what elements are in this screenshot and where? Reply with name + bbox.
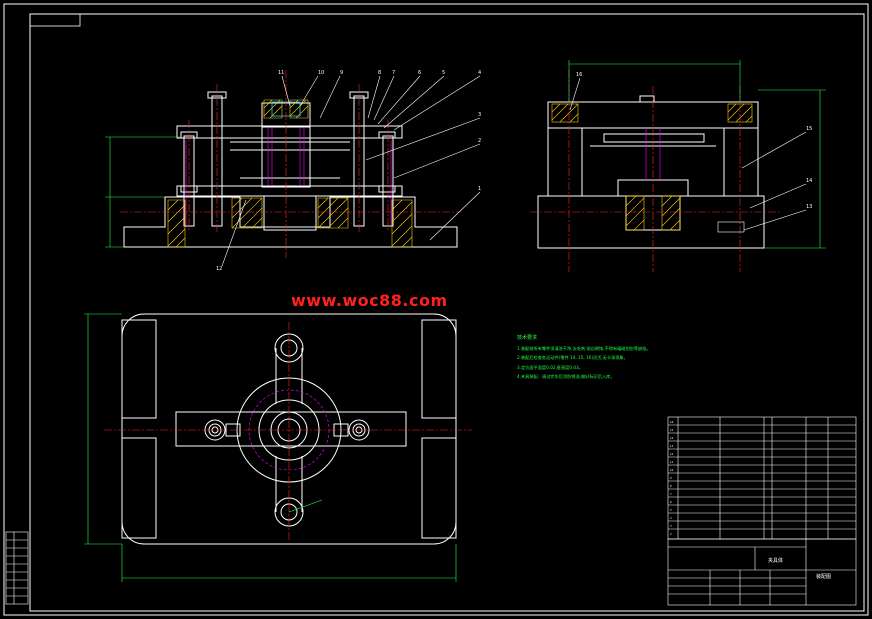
callout-11: 11 bbox=[278, 70, 284, 76]
parts-list-text: 16 15 14 13 12 11 10 9 8 7 6 5 4 3 2 bbox=[670, 420, 674, 536]
callout-1: 1 bbox=[478, 186, 481, 192]
svg-text:3: 3 bbox=[670, 524, 672, 528]
callout-10: 10 bbox=[318, 70, 324, 76]
svg-text:9: 9 bbox=[670, 476, 672, 480]
callout-6: 6 bbox=[418, 70, 421, 76]
callout-14: 14 bbox=[806, 178, 812, 184]
callout-3: 3 bbox=[478, 112, 481, 118]
watermark: www.woc88.com bbox=[291, 291, 448, 310]
callout-5: 5 bbox=[442, 70, 445, 76]
parts-list bbox=[667, 416, 857, 540]
notes-line-3: 3.定位面平面度0.02,垂直度0.03。 bbox=[517, 364, 583, 370]
technical-notes: 技术要求 1.装配前所有零件须清洗干净,去毛刺,锐边倒钝,不得有磕碰划伤等缺陷。… bbox=[517, 334, 651, 382]
sheet-inner-border bbox=[29, 13, 865, 612]
svg-text:15: 15 bbox=[670, 428, 674, 432]
svg-text:13: 13 bbox=[670, 444, 674, 448]
callout-2: 2 bbox=[478, 138, 481, 144]
svg-text:5: 5 bbox=[670, 508, 672, 512]
title-block-name: 夹具体 bbox=[768, 557, 783, 564]
svg-text:10: 10 bbox=[670, 468, 674, 472]
svg-text:14: 14 bbox=[670, 436, 674, 440]
svg-text:4: 4 bbox=[670, 516, 672, 520]
sheet-outer-border bbox=[3, 3, 869, 616]
top-left-label-box bbox=[29, 13, 81, 27]
front-view: 11 10 9 8 7 6 5 4 3 2 1 12 bbox=[105, 70, 481, 272]
svg-text:12: 12 bbox=[670, 452, 674, 456]
svg-text:16: 16 bbox=[670, 420, 674, 424]
callout-15: 15 bbox=[806, 126, 812, 132]
callout-12: 12 bbox=[216, 266, 222, 272]
notes-line-4: 4.夹具装配、调试完毕后涂防锈油,做好标识后入库。 bbox=[517, 374, 615, 379]
callout-16: 16 bbox=[576, 72, 582, 78]
callout-7: 7 bbox=[392, 70, 395, 76]
notes-line-2: 2.装配后检查各运动件(零件 14, 15, 16)灵活,无卡滞现象。 bbox=[517, 355, 628, 360]
left-margin-table bbox=[5, 531, 29, 605]
title-block bbox=[667, 538, 857, 606]
notes-title: 技术要求 bbox=[517, 335, 538, 341]
callout-4: 4 bbox=[478, 70, 481, 76]
callout-9: 9 bbox=[340, 70, 343, 76]
title-block-drawing-title: 装配图 bbox=[816, 573, 831, 580]
notes-line-1: 1.装配前所有零件须清洗干净,去毛刺,锐边倒钝,不得有磕碰划伤等缺陷。 bbox=[517, 345, 651, 351]
side-view: 16 15 14 13 bbox=[530, 60, 826, 272]
svg-text:6: 6 bbox=[670, 500, 672, 504]
callout-13: 13 bbox=[806, 204, 812, 210]
svg-text:2: 2 bbox=[670, 532, 672, 536]
svg-text:11: 11 bbox=[670, 460, 674, 464]
svg-text:8: 8 bbox=[670, 484, 672, 488]
top-view bbox=[84, 313, 472, 582]
svg-text:7: 7 bbox=[670, 492, 672, 496]
callout-8: 8 bbox=[378, 70, 381, 76]
